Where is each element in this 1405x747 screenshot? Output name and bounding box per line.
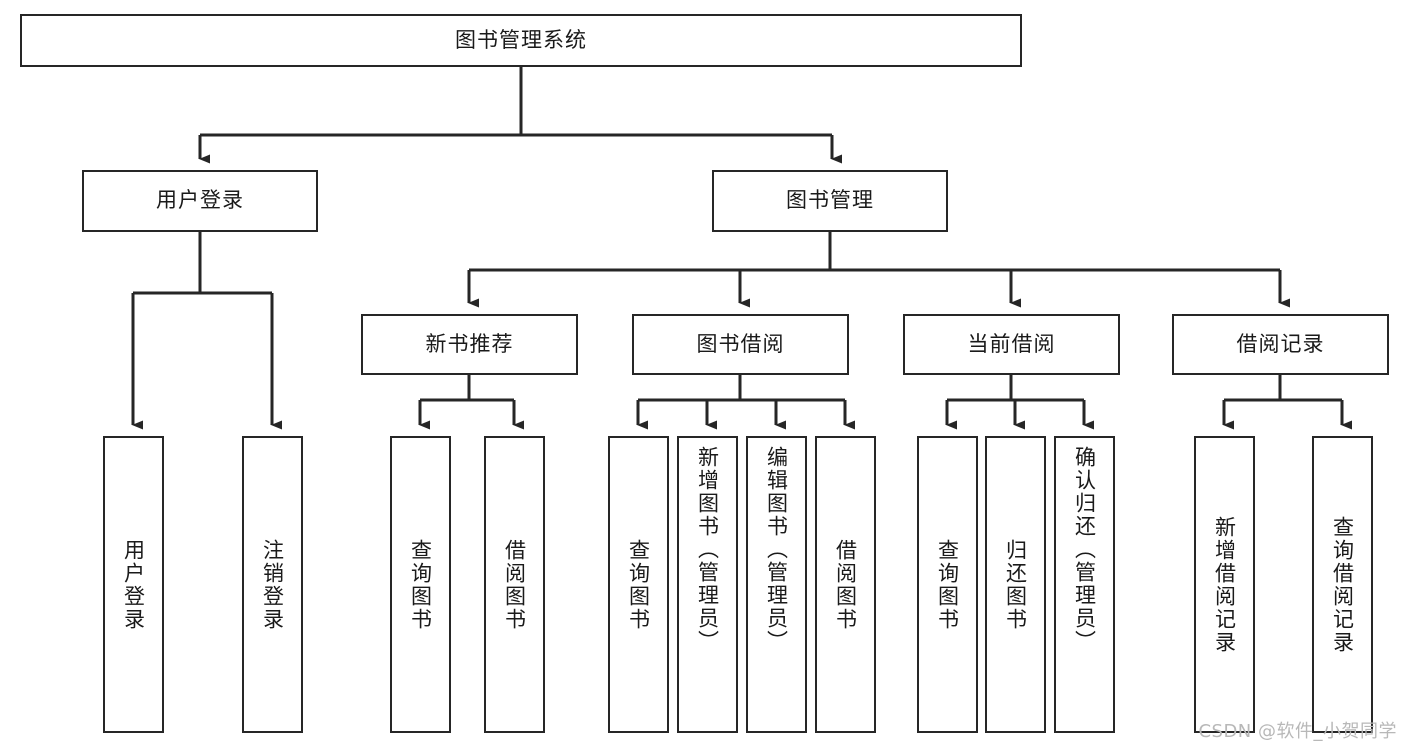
leaf-current-borrow-2-label: 归还图书 — [1003, 538, 1028, 631]
leaf-current-borrow-2[interactable]: 归还图书 — [985, 436, 1046, 733]
node-user-login[interactable]: 用户登录 — [82, 170, 318, 232]
node-book-management-label: 图书管理 — [786, 188, 874, 213]
leaf-current-borrow-3-label: 确认归还（管理员） — [1072, 446, 1097, 653]
leaf-book-borrow-4[interactable]: 借阅图书 — [815, 436, 876, 733]
watermark: CSDN @软件_小贺同学 — [1198, 721, 1397, 742]
leaf-user-login-1-label: 用户登录 — [121, 538, 146, 631]
node-current-borrow-label: 当前借阅 — [967, 331, 1056, 356]
leaf-user-login-1[interactable]: 用户登录 — [103, 436, 164, 733]
leaf-book-borrow-1[interactable]: 查询图书 — [608, 436, 669, 733]
node-borrow-records[interactable]: 借阅记录 — [1172, 314, 1389, 375]
leaf-new-book-2[interactable]: 借阅图书 — [484, 436, 545, 733]
leaf-current-borrow-1-label: 查询图书 — [935, 538, 960, 631]
leaf-user-login-2-label: 注销登录 — [260, 538, 285, 631]
leaf-new-book-2-label: 借阅图书 — [502, 538, 527, 631]
leaf-new-book-1-label: 查询图书 — [408, 538, 433, 631]
leaf-new-book-1[interactable]: 查询图书 — [390, 436, 451, 733]
leaf-borrow-records-1-label: 新增借阅记录 — [1212, 515, 1237, 654]
node-root-label: 图书管理系统 — [455, 27, 587, 52]
leaf-book-borrow-2[interactable]: 新增图书（管理员） — [677, 436, 738, 733]
leaf-borrow-records-2[interactable]: 查询借阅记录 — [1312, 436, 1373, 733]
leaf-current-borrow-3[interactable]: 确认归还（管理员） — [1054, 436, 1115, 733]
leaf-book-borrow-4-label: 借阅图书 — [833, 538, 858, 631]
leaf-borrow-records-1[interactable]: 新增借阅记录 — [1194, 436, 1255, 733]
node-book-management[interactable]: 图书管理 — [712, 170, 948, 232]
node-new-book-recommend-label: 新书推荐 — [425, 331, 514, 356]
node-book-borrow[interactable]: 图书借阅 — [632, 314, 849, 375]
leaf-book-borrow-3-label: 编辑图书（管理员） — [764, 446, 789, 653]
node-book-borrow-label: 图书借阅 — [696, 331, 785, 356]
leaf-book-borrow-1-label: 查询图书 — [626, 538, 651, 631]
node-user-login-label: 用户登录 — [156, 188, 244, 213]
node-new-book-recommend[interactable]: 新书推荐 — [361, 314, 578, 375]
leaf-current-borrow-1[interactable]: 查询图书 — [917, 436, 978, 733]
node-borrow-records-label: 借阅记录 — [1236, 331, 1325, 356]
node-current-borrow[interactable]: 当前借阅 — [903, 314, 1120, 375]
node-root[interactable]: 图书管理系统 — [20, 14, 1022, 67]
leaf-book-borrow-3[interactable]: 编辑图书（管理员） — [746, 436, 807, 733]
leaf-book-borrow-2-label: 新增图书（管理员） — [695, 446, 720, 653]
leaf-borrow-records-2-label: 查询借阅记录 — [1330, 515, 1355, 654]
leaf-user-login-2[interactable]: 注销登录 — [242, 436, 303, 733]
